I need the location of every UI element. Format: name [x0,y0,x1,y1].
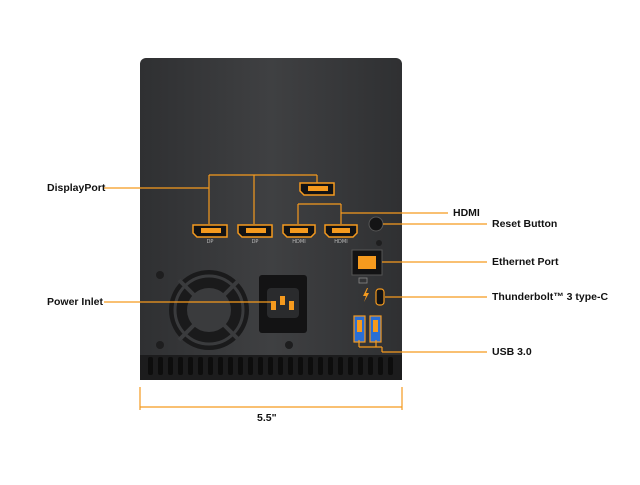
lightning-icon [363,288,369,302]
reset-button [368,216,384,232]
usb-label: USB 3.0 [492,346,532,358]
callout-lines [103,174,487,353]
hdmi-ports [282,224,358,238]
hdmi-port-label: HDMI [292,239,305,245]
network-icon [358,277,368,284]
thunderbolt-label: Thunderbolt™ 3 type-C [492,291,609,303]
port-silkscreen: DP DP HDMI HDMI [207,239,348,245]
displayport-label: DisplayPort [47,182,106,194]
hdmi-port-label: HDMI [334,239,347,245]
reset-button-label: Reset Button [492,218,558,230]
screws [156,240,382,349]
hdmi-label: HDMI [453,207,480,219]
power-inlet-label: Power Inlet [47,296,104,308]
dp-port-label: DP [252,239,259,245]
display-ports [192,182,335,238]
thunderbolt-port [363,288,385,306]
width-dimension-line [139,387,403,410]
ethernet-port-label: Ethernet Port [492,256,559,268]
power-inlet [259,275,307,333]
bottom-vents [148,357,393,375]
dp-port-label: DP [207,239,214,245]
fan-grille [169,270,249,350]
width-dimension-label: 5.5" [257,412,277,424]
ethernet-port [351,249,383,284]
